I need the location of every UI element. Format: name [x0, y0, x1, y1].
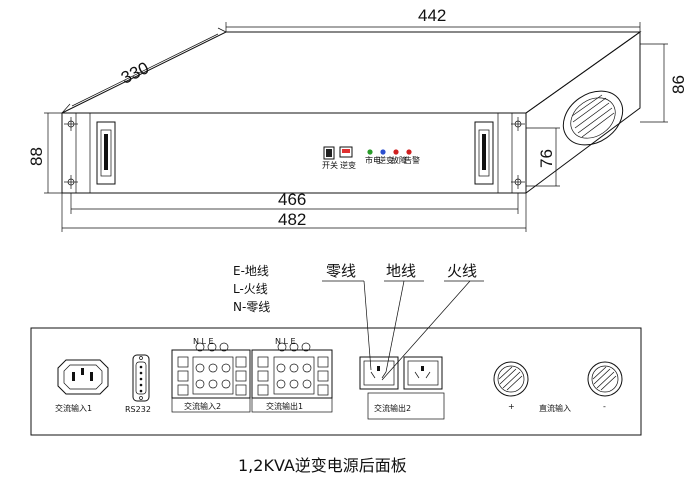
- terminal-nle-a: N L E: [193, 337, 214, 346]
- legend-live: L-火线: [233, 282, 268, 296]
- dim-height-side: 86: [669, 75, 688, 94]
- svg-text:故障: 故障: [391, 155, 407, 165]
- dim-total-width: 482: [278, 210, 306, 229]
- dc-terminal-plus-icon: [493, 361, 529, 397]
- label-ground-wire: 地线: [386, 262, 416, 280]
- led-green-icon: [367, 149, 373, 155]
- label-rs232: RS232: [125, 405, 151, 414]
- terminal-block-ac-output-1: [251, 342, 333, 413]
- svg-text:市电: 市电: [365, 155, 381, 165]
- rs232-port-icon: [132, 354, 150, 402]
- legend-earth: E-地线: [233, 264, 269, 278]
- dim-depth: 330: [118, 58, 152, 88]
- svg-text:逆变: 逆变: [378, 155, 394, 165]
- svg-text:告警: 告警: [404, 155, 420, 165]
- label-live-wire: 火线: [447, 262, 477, 280]
- dim-inner-height: 76: [537, 149, 556, 168]
- label-ac-output-2: 交流输出2: [374, 403, 411, 413]
- legend-neutral: N-零线: [233, 300, 270, 314]
- svg-text:开关: 开关: [322, 160, 338, 170]
- dim-mount-width: 466: [278, 190, 306, 209]
- dim-lines: [44, 22, 668, 232]
- ac-output-2-socket-a-icon: [359, 356, 399, 390]
- rear-panel: [30, 327, 642, 436]
- ac-input-1-socket-icon: [57, 359, 109, 395]
- label-dc-plus: +: [508, 402, 515, 411]
- led-red-icon: [406, 149, 412, 155]
- led-red-icon: [393, 149, 399, 155]
- led-blue-icon: [380, 149, 386, 155]
- chassis-top-outline: [61, 31, 642, 194]
- ac-output-2-socket-b-icon: [403, 356, 443, 390]
- label-ac-input-2: 交流输入2: [184, 401, 221, 411]
- label-ac-input-1: 交流输入1: [55, 403, 92, 413]
- label-neutral-wire: 零线: [326, 262, 356, 280]
- terminal-block-ac-input-2: [171, 342, 251, 413]
- dim-width-top: 442: [418, 6, 446, 25]
- svg-text:逆变: 逆变: [340, 160, 356, 170]
- terminal-nle-b: N L E: [275, 337, 296, 346]
- mounting-holes: [64, 117, 525, 189]
- front-switch-red: [339, 146, 353, 158]
- front-switch-power: [323, 146, 335, 160]
- front-handle-right: [474, 121, 494, 185]
- fan-icon: [562, 90, 624, 146]
- dc-terminal-minus-icon: [587, 361, 623, 397]
- label-ac-output-1: 交流输出1: [266, 401, 303, 411]
- label-dc-minus: -: [603, 402, 606, 411]
- front-handle-left: [96, 121, 116, 185]
- dim-height-front: 88: [27, 147, 46, 166]
- label-dc-input: 直流输入: [539, 403, 571, 413]
- front-leds: 市电 逆变 故障 告警: [365, 149, 420, 165]
- figure-caption: 1,2KVA逆变电源后面板: [238, 456, 407, 475]
